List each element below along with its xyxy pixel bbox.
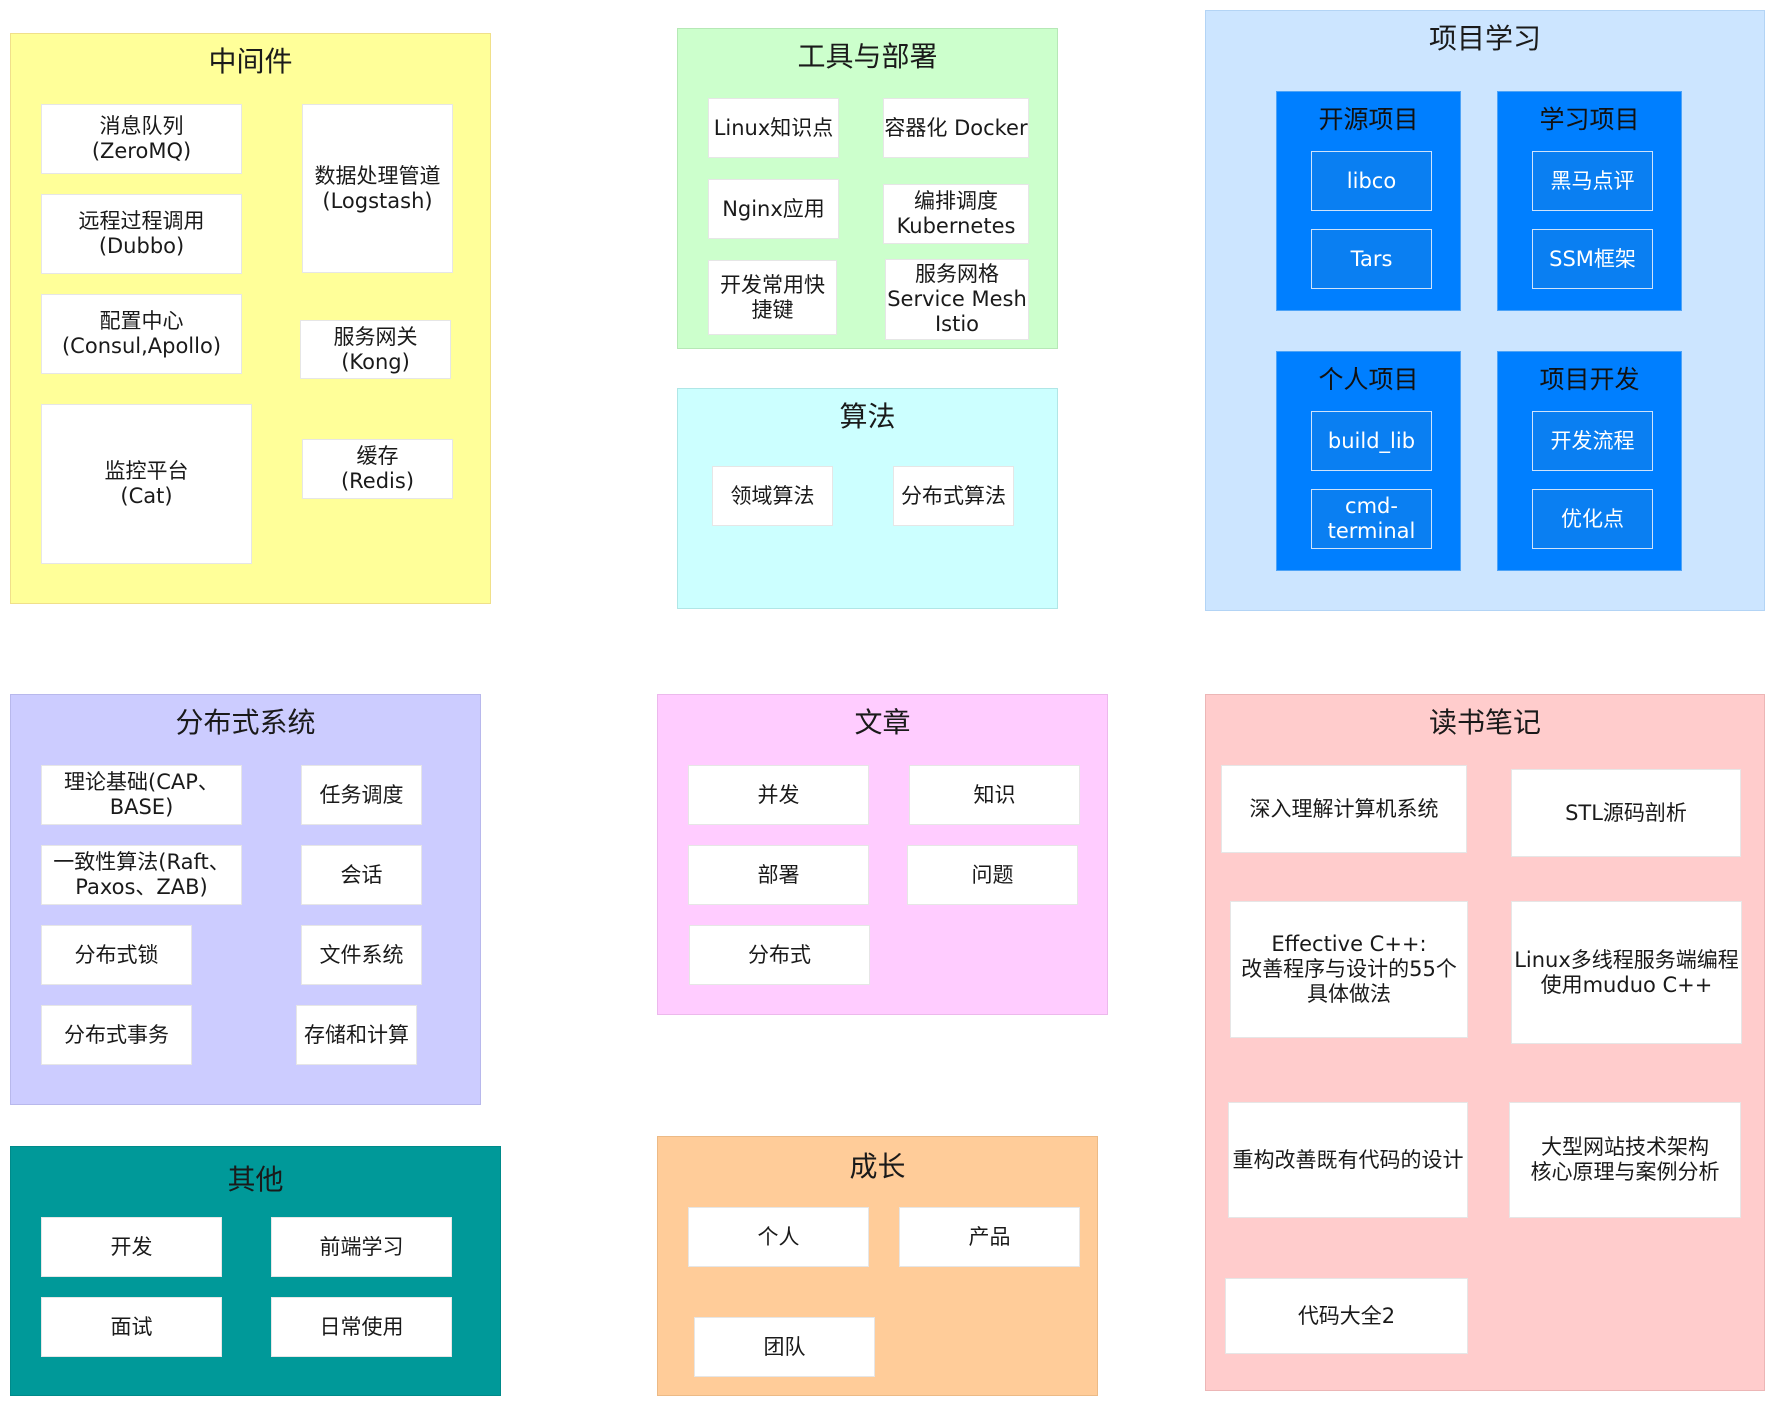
node-service-gateway[interactable]: 服务网关 (Kong) bbox=[300, 320, 451, 379]
node-product[interactable]: 产品 bbox=[899, 1207, 1080, 1267]
node-effective-cpp[interactable]: Effective C++: 改善程序与设计的55个 具体做法 bbox=[1230, 901, 1468, 1038]
node-file-system[interactable]: 文件系统 bbox=[301, 925, 422, 985]
node-deployment[interactable]: 部署 bbox=[688, 845, 869, 905]
subgroup-open-source: 开源项目 libco Tars bbox=[1276, 91, 1461, 311]
node-distributed-transaction[interactable]: 分布式事务 bbox=[41, 1005, 192, 1065]
node-cmd-terminal[interactable]: cmd- terminal bbox=[1311, 489, 1432, 549]
node-frontend[interactable]: 前端学习 bbox=[271, 1217, 452, 1277]
node-stl[interactable]: STL源码剖析 bbox=[1511, 769, 1741, 857]
subgroup-development: 项目开发 开发流程 优化点 bbox=[1497, 351, 1682, 571]
group-title: 文章 bbox=[854, 706, 911, 739]
node-shortcuts[interactable]: 开发常用快 捷键 bbox=[708, 260, 837, 335]
node-cache[interactable]: 缓存 (Redis) bbox=[302, 439, 453, 499]
node-distributed-lock[interactable]: 分布式锁 bbox=[41, 925, 192, 985]
node-theory[interactable]: 理论基础(CAP、 BASE) bbox=[41, 765, 242, 825]
group-reading: 读书笔记 深入理解计算机系统 STL源码剖析 Effective C++: 改善… bbox=[1205, 694, 1765, 1391]
group-title: 成长 bbox=[849, 1150, 906, 1183]
node-session[interactable]: 会话 bbox=[301, 845, 422, 905]
node-linux[interactable]: Linux知识点 bbox=[708, 98, 839, 158]
subgroup-title: 个人项目 bbox=[1318, 365, 1419, 394]
node-build-lib[interactable]: build_lib bbox=[1311, 411, 1432, 471]
group-title: 中间件 bbox=[208, 45, 293, 78]
node-data-pipeline[interactable]: 数据处理管道 (Logstash) bbox=[302, 104, 453, 273]
node-heima[interactable]: 黑马点评 bbox=[1532, 151, 1653, 211]
node-csapp[interactable]: 深入理解计算机系统 bbox=[1221, 765, 1467, 853]
node-muduo[interactable]: Linux多线程服务端编程 使用muduo C++ bbox=[1511, 901, 1742, 1044]
node-refactoring[interactable]: 重构改善既有代码的设计 bbox=[1228, 1102, 1468, 1218]
group-title: 项目学习 bbox=[1428, 22, 1541, 55]
node-monitoring[interactable]: 监控平台 (Cat) bbox=[41, 404, 252, 564]
subgroup-title: 学习项目 bbox=[1539, 105, 1640, 134]
node-dev-process[interactable]: 开发流程 bbox=[1532, 411, 1653, 471]
group-other: 其他 开发 前端学习 面试 日常使用 bbox=[10, 1146, 501, 1396]
node-docker[interactable]: 容器化 Docker bbox=[883, 98, 1029, 158]
node-web-architecture[interactable]: 大型网站技术架构 核心原理与案例分析 bbox=[1509, 1102, 1741, 1218]
node-optimization[interactable]: 优化点 bbox=[1532, 489, 1653, 549]
node-libco[interactable]: libco bbox=[1311, 151, 1432, 211]
group-algorithm: 算法 领域算法 分布式算法 bbox=[677, 388, 1058, 609]
node-config-center[interactable]: 配置中心 (Consul,Apollo) bbox=[41, 294, 242, 374]
node-distributed-article[interactable]: 分布式 bbox=[689, 925, 870, 985]
node-kubernetes[interactable]: 编排调度 Kubernetes bbox=[883, 184, 1029, 244]
node-message-queue[interactable]: 消息队列 (ZeroMQ) bbox=[41, 104, 242, 174]
group-growth: 成长 个人 产品 团队 bbox=[657, 1136, 1098, 1396]
node-ssm[interactable]: SSM框架 bbox=[1532, 229, 1653, 289]
node-tars[interactable]: Tars bbox=[1311, 229, 1432, 289]
node-personal-growth[interactable]: 个人 bbox=[688, 1207, 869, 1267]
group-title: 其他 bbox=[227, 1163, 284, 1196]
node-distributed-algorithm[interactable]: 分布式算法 bbox=[893, 466, 1014, 526]
node-consensus[interactable]: 一致性算法(Raft、 Paxos、ZAB) bbox=[41, 845, 242, 905]
group-middleware: 中间件 消息队列 (ZeroMQ) 数据处理管道 (Logstash) 远程过程… bbox=[10, 33, 491, 604]
group-title: 分布式系统 bbox=[175, 706, 316, 739]
subgroup-title: 开源项目 bbox=[1318, 105, 1419, 134]
node-domain-algorithm[interactable]: 领域算法 bbox=[712, 466, 833, 526]
node-development[interactable]: 开发 bbox=[41, 1217, 222, 1277]
group-title: 读书笔记 bbox=[1428, 706, 1541, 739]
subgroup-learning: 学习项目 黑马点评 SSM框架 bbox=[1497, 91, 1682, 311]
subgroup-personal: 个人项目 build_lib cmd- terminal bbox=[1276, 351, 1461, 571]
node-issues[interactable]: 问题 bbox=[907, 845, 1078, 905]
group-projects: 项目学习 开源项目 libco Tars 学习项目 黑马点评 SSM框架 个人项… bbox=[1205, 10, 1765, 611]
node-code-complete[interactable]: 代码大全2 bbox=[1225, 1278, 1468, 1354]
group-distributed: 分布式系统 理论基础(CAP、 BASE) 任务调度 一致性算法(Raft、 P… bbox=[10, 694, 481, 1105]
node-service-mesh[interactable]: 服务网格 Service Mesh Istio bbox=[885, 259, 1029, 340]
node-knowledge[interactable]: 知识 bbox=[909, 765, 1080, 825]
group-articles: 文章 并发 知识 部署 问题 分布式 bbox=[657, 694, 1108, 1015]
group-tools: 工具与部署 Linux知识点 容器化 Docker Nginx应用 编排调度 K… bbox=[677, 28, 1058, 349]
node-rpc[interactable]: 远程过程调用 (Dubbo) bbox=[41, 194, 242, 274]
node-concurrency[interactable]: 并发 bbox=[688, 765, 869, 825]
group-title: 算法 bbox=[839, 400, 896, 433]
subgroup-title: 项目开发 bbox=[1539, 365, 1640, 394]
node-interview[interactable]: 面试 bbox=[41, 1297, 222, 1357]
node-storage-compute[interactable]: 存储和计算 bbox=[296, 1005, 417, 1065]
node-task-scheduling[interactable]: 任务调度 bbox=[301, 765, 422, 825]
node-team[interactable]: 团队 bbox=[694, 1317, 875, 1377]
node-nginx[interactable]: Nginx应用 bbox=[708, 179, 839, 239]
node-daily-use[interactable]: 日常使用 bbox=[271, 1297, 452, 1357]
group-title: 工具与部署 bbox=[797, 40, 938, 73]
